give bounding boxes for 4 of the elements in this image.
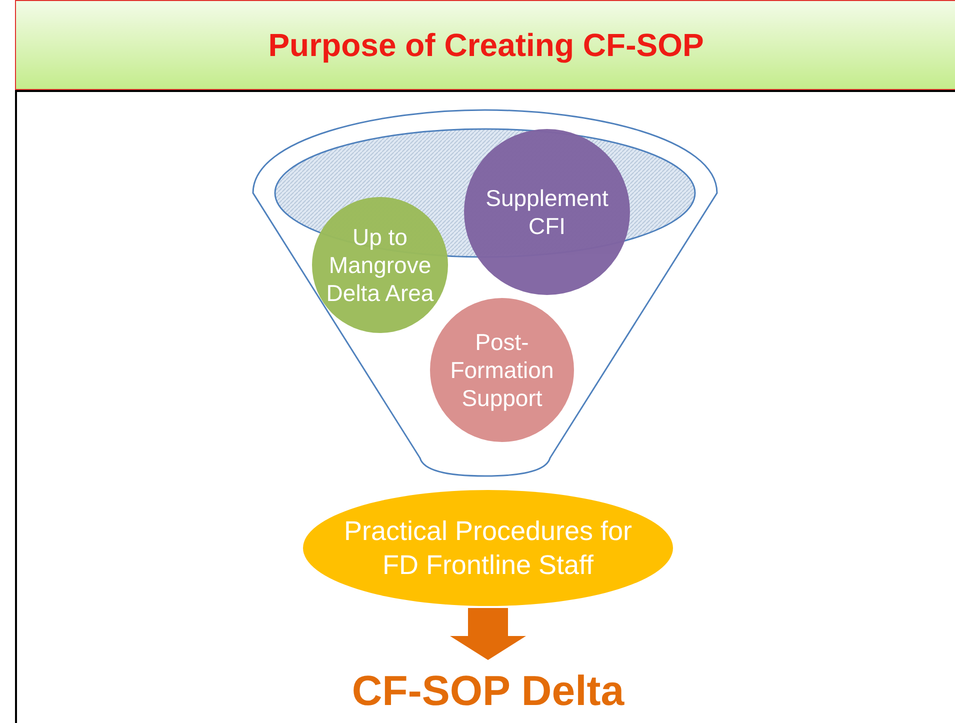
result-text: CF-SOP Delta: [330, 662, 646, 720]
title: Purpose of Creating CF-SOP: [268, 26, 704, 64]
arrow: [450, 608, 526, 660]
ellipse: Practical Procedures for FD Frontline Staff: [303, 490, 673, 606]
